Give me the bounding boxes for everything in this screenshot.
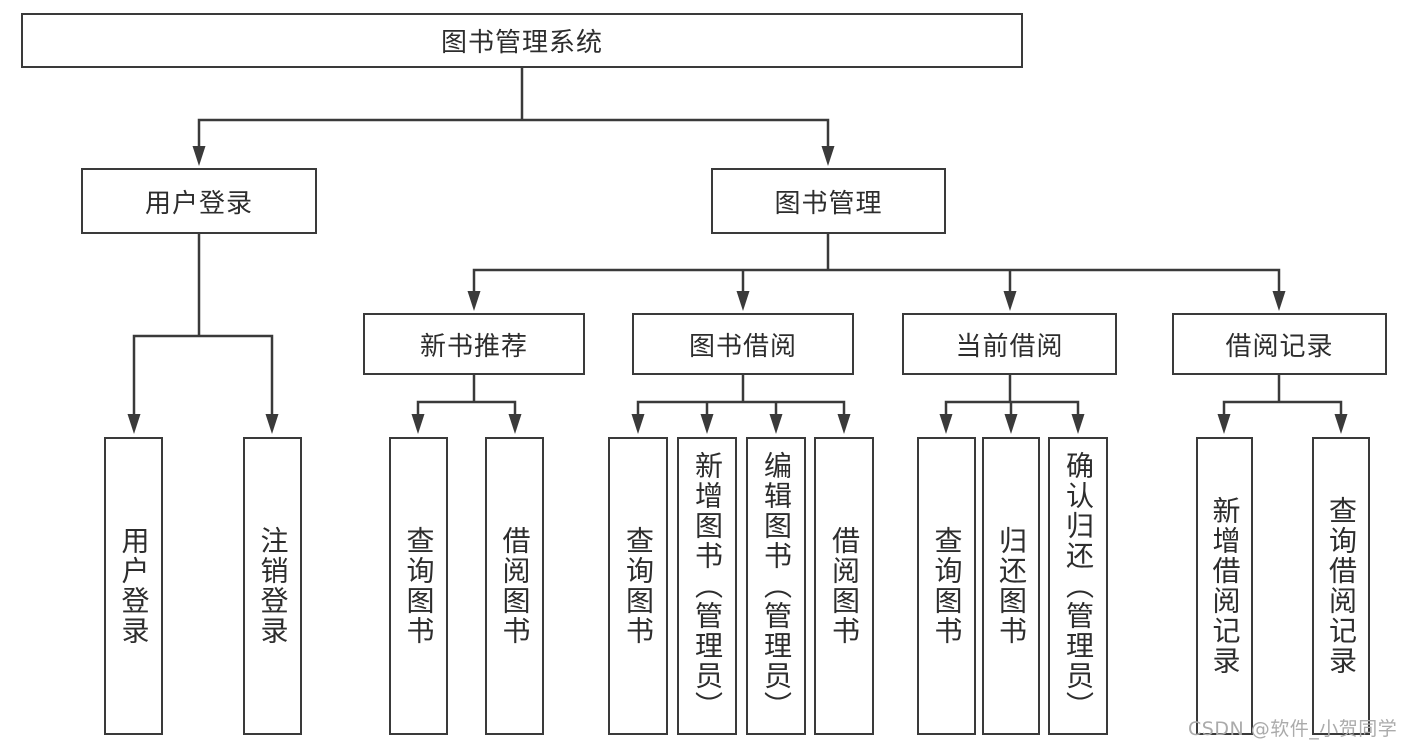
leaf-query-book-current-label: 查询图书 [930, 526, 964, 646]
node-user-login-label: 用户登录 [144, 188, 253, 219]
leaf-edit-book-admin: 编辑图书（管理员） [746, 437, 806, 735]
leaf-query-book-current: 查询图书 [917, 437, 976, 735]
node-borrow-records-label: 借阅记录 [1225, 331, 1334, 362]
leaf-query-book-borrow-label: 查询图书 [622, 526, 655, 646]
leaf-borrow-book-recommend-label: 借阅图书 [498, 526, 532, 646]
leaf-query-borrow-record-label: 查询借阅记录 [1325, 496, 1358, 676]
node-library-system-label: 图书管理系统 [440, 28, 603, 58]
node-book-borrow-label: 图书借阅 [688, 331, 797, 362]
node-library-system: 图书管理系统 [21, 13, 1023, 68]
leaf-edit-book-admin-label: 编辑图书（管理员） [760, 451, 793, 721]
leaf-confirm-return-admin-label: 确认归还（管理员） [1062, 451, 1095, 721]
leaf-borrow-book-recommend: 借阅图书 [485, 437, 544, 735]
leaf-user-login: 用户登录 [104, 437, 163, 735]
leaf-borrow-book: 借阅图书 [814, 437, 874, 735]
csdn-watermark: CSDN @软件_小贺同学 [1188, 718, 1398, 740]
leaf-logout-label: 注销登录 [256, 526, 290, 646]
node-user-login: 用户登录 [81, 168, 317, 234]
leaf-add-book-admin: 新增图书（管理员） [677, 437, 737, 735]
node-book-management: 图书管理 [711, 168, 946, 234]
leaf-add-book-admin-label: 新增图书（管理员） [691, 451, 724, 721]
leaf-query-book-recommend-label: 查询图书 [402, 526, 436, 646]
node-current-borrow-label: 当前借阅 [955, 331, 1064, 362]
leaf-user-login-label: 用户登录 [117, 526, 151, 646]
leaf-query-book-borrow: 查询图书 [608, 437, 668, 735]
leaf-borrow-book-label: 借阅图书 [828, 526, 861, 646]
node-new-book-recommend-label: 新书推荐 [419, 331, 528, 362]
node-current-borrow: 当前借阅 [902, 313, 1117, 375]
leaf-confirm-return-admin: 确认归还（管理员） [1048, 437, 1108, 735]
leaf-return-book: 归还图书 [982, 437, 1040, 735]
leaf-logout: 注销登录 [243, 437, 302, 735]
node-book-management-label: 图书管理 [774, 188, 883, 219]
node-book-borrow: 图书借阅 [632, 313, 854, 375]
leaf-query-book-recommend: 查询图书 [389, 437, 448, 735]
leaf-query-borrow-record: 查询借阅记录 [1312, 437, 1370, 735]
node-new-book-recommend: 新书推荐 [363, 313, 585, 375]
leaf-return-book-label: 归还图书 [995, 526, 1028, 646]
leaf-add-borrow-record-label: 新增借阅记录 [1208, 496, 1242, 676]
leaf-add-borrow-record: 新增借阅记录 [1196, 437, 1253, 735]
node-borrow-records: 借阅记录 [1172, 313, 1387, 375]
